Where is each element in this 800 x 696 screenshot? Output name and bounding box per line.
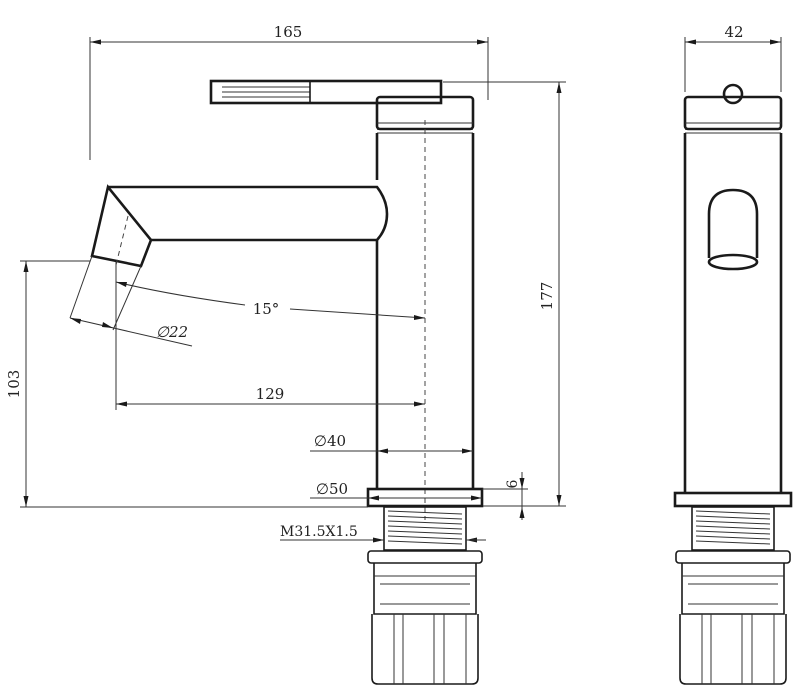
dim-103-label: 103 [5, 370, 23, 399]
dim-40-label: ∅40 [314, 432, 346, 450]
dim-15-label: 15° [253, 300, 280, 318]
dim-129-label: 129 [256, 385, 285, 403]
dimension-outlet-diameter: ∅22 [69, 255, 193, 347]
dimension-base-thickness: 6 [482, 472, 528, 520]
dim-22-label: ∅22 [156, 323, 188, 341]
dimension-base-diameter: ∅50 [310, 480, 482, 501]
side-handle [683, 83, 783, 134]
side-body [683, 133, 783, 493]
dim-thread-label: M31.5X1.5 [280, 524, 358, 540]
dimension-spout-height: 103 [5, 260, 368, 508]
dimension-spout-angle: 15° [115, 281, 426, 320]
dimension-side-width: 42 [684, 23, 782, 92]
side-base [673, 491, 793, 685]
dimension-reach: 129 [115, 262, 425, 410]
dimension-thread: M31.5X1.5 [280, 524, 486, 543]
dimension-height: 177 [443, 81, 566, 507]
dim-42-label: 42 [724, 23, 743, 41]
side-view: 42 [673, 23, 793, 685]
dim-50-label: ∅50 [316, 480, 348, 498]
spout [90, 184, 389, 268]
dim-177-label: 177 [538, 282, 556, 311]
lever-handle [209, 79, 475, 134]
thread-hatch [387, 510, 463, 545]
dimension-overall-width: 165 [89, 23, 489, 160]
front-view: 165 177 103 129 [5, 23, 566, 685]
dimension-body-diameter: ∅40 [310, 432, 473, 454]
faucet-body [375, 120, 475, 520]
dim-165-label: 165 [274, 23, 303, 41]
dim-6-label: 6 [505, 479, 521, 488]
